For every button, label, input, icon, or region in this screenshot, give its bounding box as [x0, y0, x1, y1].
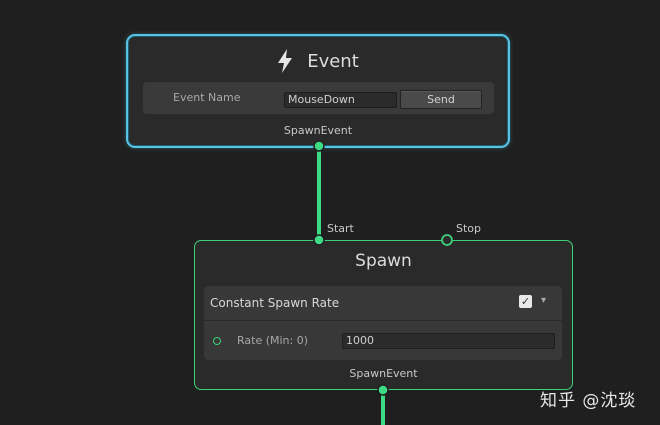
- block-header: Constant Spawn Rate ✓ ▾: [204, 286, 562, 321]
- chevron-down-icon[interactable]: ▾: [541, 295, 547, 306]
- block-enabled-checkbox[interactable]: ✓: [519, 295, 532, 308]
- start-port-label: Start: [327, 222, 354, 235]
- event-name-label: Event Name: [173, 91, 241, 104]
- lightning-icon: [278, 49, 293, 73]
- watermark: 知乎 @沈琰: [540, 391, 637, 411]
- event-output-port[interactable]: [313, 140, 325, 152]
- stop-port-label: Stop: [456, 222, 482, 235]
- spawn-node[interactable]: Spawn Constant Spawn Rate ✓ ▾ Rate (Min:…: [194, 240, 573, 390]
- rate-input[interactable]: 1000: [342, 333, 555, 349]
- stop-input-port[interactable]: [441, 234, 453, 246]
- send-button[interactable]: Send: [400, 90, 482, 109]
- constant-spawn-rate-block[interactable]: Constant Spawn Rate ✓ ▾ Rate (Min: 0) 10…: [204, 286, 562, 360]
- event-node-title: Event: [307, 50, 359, 72]
- block-title: Constant Spawn Rate: [210, 296, 340, 310]
- event-name-input[interactable]: MouseDown: [284, 92, 397, 108]
- event-node-header: Event: [128, 44, 508, 78]
- spawn-node-title: Spawn: [355, 251, 412, 271]
- start-input-port[interactable]: [313, 234, 325, 246]
- event-output-label: SpawnEvent: [283, 124, 353, 137]
- event-name-row: Event Name MouseDown Send: [143, 82, 494, 114]
- rate-label: Rate (Min: 0): [237, 334, 309, 347]
- spawn-output-port[interactable]: [377, 384, 389, 396]
- spawn-output-label: SpawnEvent: [349, 367, 418, 380]
- rate-input-port[interactable]: [213, 337, 221, 345]
- event-node[interactable]: Event Event Name MouseDown Send SpawnEve…: [126, 34, 510, 148]
